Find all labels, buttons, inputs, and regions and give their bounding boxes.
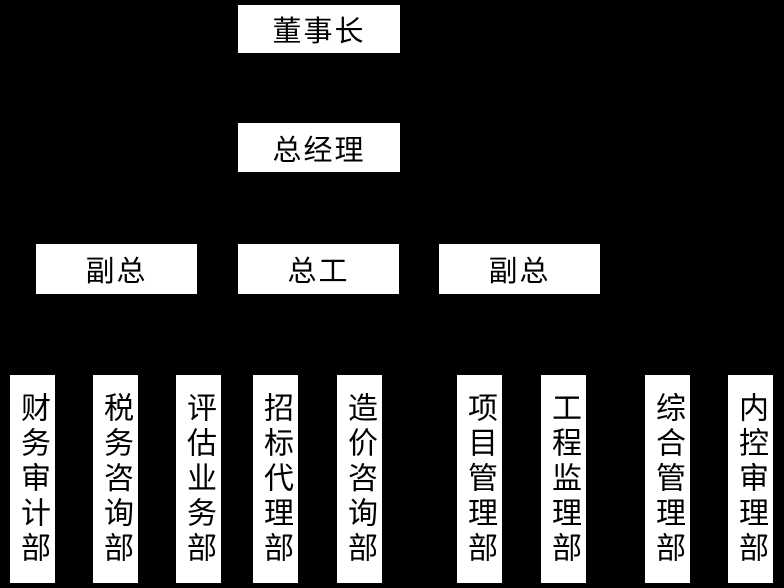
node-chairman: 董事长 bbox=[238, 5, 400, 53]
node-dept-general-management: 综合管理部 bbox=[645, 375, 690, 583]
node-dept-bidding-agency: 招标代理部 bbox=[253, 375, 298, 583]
node-deputy-gm-left: 副总 bbox=[36, 244, 197, 294]
node-dept-appraisal-business: 评估业务部 bbox=[176, 375, 221, 583]
node-general-manager: 总经理 bbox=[238, 123, 400, 172]
node-dept-engineering-supervision: 工程监理部 bbox=[541, 375, 586, 583]
node-dept-internal-control-audit: 内控审理部 bbox=[728, 375, 773, 583]
node-chief-engineer: 总工 bbox=[238, 244, 399, 294]
node-dept-tax-consulting: 税务咨询部 bbox=[93, 375, 138, 583]
node-dept-cost-consulting: 造价咨询部 bbox=[337, 375, 382, 583]
node-dept-project-management: 项目管理部 bbox=[457, 375, 502, 583]
node-dept-finance-audit: 财务审计部 bbox=[10, 375, 55, 583]
node-deputy-gm-right: 副总 bbox=[439, 244, 600, 294]
